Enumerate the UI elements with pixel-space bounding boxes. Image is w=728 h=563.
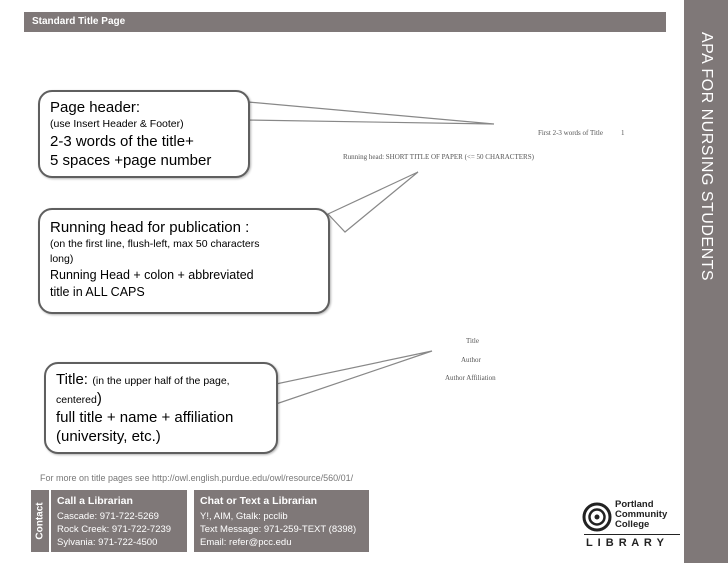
callout-title: Title: (in the upper half of the page, c…	[44, 362, 278, 454]
callout-title-line1: full title + name + affiliation	[56, 409, 234, 426]
chat-line-text: Text Message: 971-259-TEXT (8398)	[200, 524, 357, 535]
callout-running-head: Running head for publication : (on the f…	[38, 208, 330, 314]
pcc-library-logo: Portland Community College L I B R A R Y	[582, 500, 682, 552]
slide-title: Standard Title Page	[32, 16, 126, 27]
arrow-page-header	[247, 101, 495, 125]
call-line-cascade: Cascade: 971-722-5269	[57, 511, 159, 522]
callout-title-title: Title:	[56, 371, 88, 388]
callout-page-header-line1: 2-3 words of the title+	[50, 133, 194, 150]
footnote: For more on title pages see http://owl.e…	[40, 473, 354, 483]
call-line-sylvania: Sylvania: 971-722-4500	[57, 537, 158, 548]
callout-running-head-title: Running head for publication :	[50, 219, 250, 236]
chat-line-im: Y!, AIM, Gtalk: pcclib	[200, 511, 288, 522]
chat-librarian-box: Chat or Text a Librarian Y!, AIM, Gtalk:…	[194, 490, 369, 552]
logo-line1: Portland	[615, 499, 654, 510]
chat-line-email: Email: refer@pcc.edu	[200, 537, 292, 548]
logo-line2: Community	[615, 509, 668, 520]
doc-title: Title	[466, 337, 479, 345]
callout-page-header-note: (use Insert Header & Footer)	[50, 118, 184, 130]
spiral-logo-icon	[582, 502, 612, 532]
arrow-running-head	[326, 171, 419, 233]
call-line-rock-creek: Rock Creek: 971-722-7239	[57, 524, 172, 535]
arrow-title	[275, 350, 433, 405]
side-title-bar: APA FOR NURSING STUDENTS	[684, 0, 728, 563]
doc-page-number: 1	[621, 129, 625, 137]
doc-header-text: First 2-3 words of Title	[538, 129, 603, 137]
logo-rule	[584, 534, 680, 535]
callout-title-line2: (university, etc.)	[56, 428, 161, 445]
callout-page-header-line2: 5 spaces +page number	[50, 152, 212, 169]
doc-affiliation: Author Affiliation	[445, 374, 496, 382]
doc-author: Author	[461, 356, 481, 364]
callout-page-header: Page header: (use Insert Header & Footer…	[38, 90, 250, 178]
callout-title-paren: )	[96, 390, 102, 407]
callout-title-note2: centered	[56, 394, 97, 406]
callout-running-head-note: (on the first line, flush-left, max 50 c…	[50, 238, 260, 265]
callout-running-head-line2: title in ALL CAPS	[50, 285, 145, 299]
doc-running-head: Running head: SHORT TITLE OF PAPER (<= 5…	[343, 153, 534, 161]
logo-library: L I B R A R Y	[586, 537, 666, 549]
logo-line3: College	[615, 519, 650, 530]
call-librarian-heading: Call a Librarian	[57, 495, 133, 507]
call-librarian-box: Call a Librarian Cascade: 971-722-5269 R…	[51, 490, 187, 552]
slide-title-bar: Standard Title Page	[24, 12, 666, 32]
contact-divider	[49, 490, 51, 552]
callout-page-header-title: Page header:	[50, 99, 141, 116]
callout-running-head-line1: Running Head + colon + abbreviated	[50, 268, 254, 282]
callout-title-note1: (in the upper half of the page,	[92, 375, 230, 387]
contact-tab-label: Contact	[34, 502, 46, 540]
contact-tab: Contact	[31, 490, 49, 552]
chat-librarian-heading: Chat or Text a Librarian	[200, 495, 318, 507]
